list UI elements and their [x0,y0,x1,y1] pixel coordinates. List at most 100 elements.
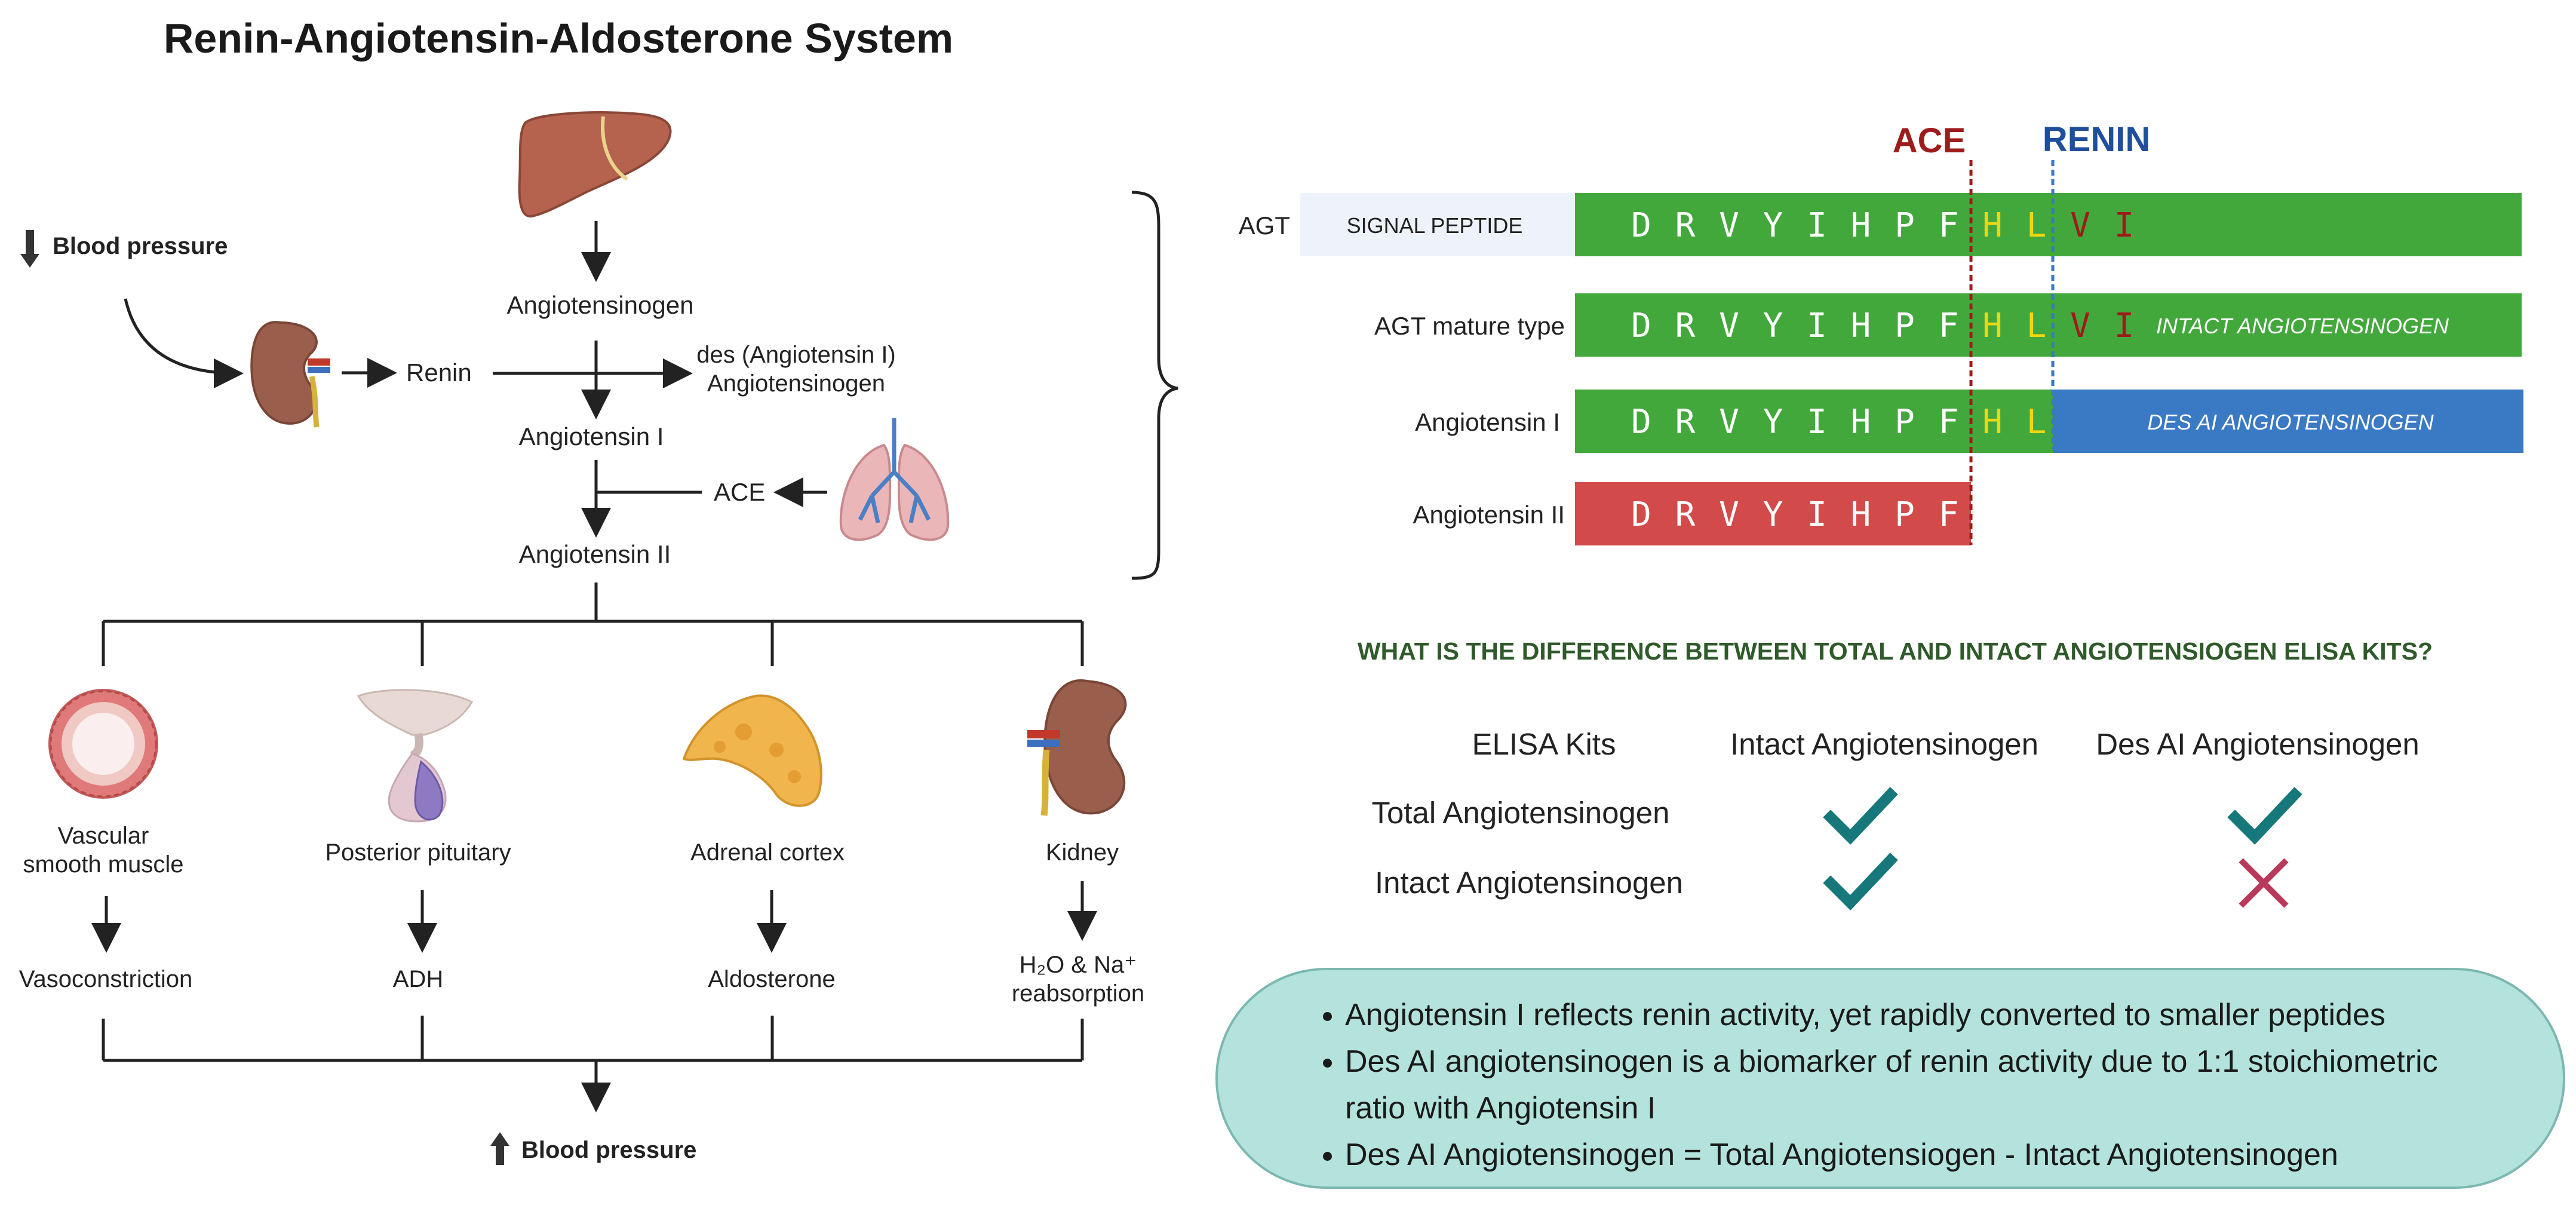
sequence-row-label: AGT [1239,211,1290,240]
target-vascular-line1: Vascular [58,823,149,849]
cross-icon [2239,858,2289,908]
residue-letter: H [1982,206,2003,245]
residue-letter: R [1675,495,1696,534]
target-kidney: Kidney [1046,839,1119,866]
check-icon [2227,787,2302,845]
des-ai-line1: des (Angiotensin I) [696,342,896,368]
effect-vasoconstriction: Vasoconstriction [19,966,193,992]
residue-letter: L [2027,306,2047,345]
residue-letter: I [2114,306,2135,345]
adrenal-icon [682,694,822,807]
target-adrenal: Adrenal cortex [690,839,845,866]
down-arrow-icon [20,230,39,268]
blood-pressure-down-label: Blood pressure [53,233,228,259]
kits-row-0-name: Total Angiotensinogen [1371,796,1669,830]
residue-letter: R [1675,306,1696,345]
residue-letter: R [1675,403,1696,441]
target-pituitary: Posterior pituitary [325,839,511,866]
residue-letter: H [1982,403,2003,441]
sequence-bar [1575,482,1971,545]
residue-letter: P [1895,495,1915,534]
residue-letter: D [1631,306,1651,345]
effect-kidney-line2: reabsorption [1012,980,1144,1007]
residue-letter: V [1719,403,1739,441]
residue-letter: I [1807,495,1827,534]
residue-letter: V [1719,306,1739,345]
residue-letter: V [1719,206,1739,245]
residue-letter: H [1851,206,1871,245]
sequence-row-label: AGT mature type [1374,312,1565,340]
brace-icon [1131,191,1178,580]
kits-marks [1823,787,2302,910]
residue-letter: Y [1763,495,1783,534]
sequence-row-label: Angiotensin I [1415,408,1560,436]
residue-letter: H [1982,306,2003,345]
sequence-bar [1575,193,2522,256]
residue-letter: D [1631,495,1651,534]
residue-letter: D [1631,206,1651,245]
residue-letter: L [2027,403,2047,441]
curve-arrow-to-kidney [124,298,244,388]
blood-vessel-icon [48,689,158,799]
sequence-bar [1575,293,2522,357]
residue-letter: I [1807,206,1827,245]
angiotensinogen-label: Angiotensinogen [507,291,694,319]
residue-letter: D [1631,403,1651,441]
kits-header-2: Des AI Angiotensinogen [2096,727,2420,761]
residue-letter: V [2070,206,2090,245]
residue-letter: P [1895,403,1915,441]
residue-letter: F [1939,306,1959,345]
residue-letter: R [1675,206,1696,245]
kits-header-1: Intact Angiotensinogen [1730,727,2038,761]
residue-letter: F [1939,206,1959,245]
sequence-bar-blue [2053,390,2523,453]
sequence-tail-label: DES AI ANGIOTENSINOGEN [2147,410,2434,434]
ace-label: ACE [714,478,765,506]
residue-letter: L [2027,206,2047,245]
sequence-bar-green [1575,390,2053,453]
residue-letter: H [1851,306,1871,345]
note-item-2: Des AI angiotensinogen is a biomarker of… [1345,1038,2473,1132]
signal-peptide-box [1300,193,1575,256]
residue-letter: P [1895,206,1915,245]
pituitary-icon [357,689,474,823]
residue-letter: H [1851,403,1871,441]
residue-letter: Y [1763,306,1783,345]
ace-cut-label: ACE [1893,121,1966,160]
notes-panel: Angiotensin I reflects renin activity, y… [1215,968,2565,1189]
residue-letter: H [1851,495,1871,534]
kits-header-0: ELISA Kits [1472,727,1616,761]
residue-letter: I [1807,306,1827,345]
residue-letter: V [2070,306,2090,345]
residue-letter: V [1719,495,1739,534]
residue-letter: Y [1763,403,1783,441]
angiotensin-i-label: Angiotensin I [519,422,664,450]
diagram-title: Renin-Angiotensin-Aldosterone System [164,15,953,62]
note-item-3: Des AI Angiotensinogen = Total Angiotens… [1345,1132,2473,1178]
check-icon [1823,787,1898,845]
kits-question: WHAT IS THE DIFFERENCE BETWEEN TOTAL AND… [1358,637,2433,665]
kidney-icon [1027,679,1127,816]
effect-aldosterone: Aldosterone [708,966,835,992]
residue-letter: I [1807,403,1827,441]
renin-label: Renin [406,358,472,387]
kidney-icon [250,321,330,428]
residue-letter: Y [1763,206,1783,245]
residue-letter: I [2114,206,2135,245]
note-item-1: Angiotensin I reflects renin activity, y… [1345,992,2473,1038]
up-arrow-icon [490,1132,509,1165]
lungs-icon [839,418,950,541]
liver-icon [518,111,672,218]
residue-letter: F [1939,403,1959,441]
renin-cut-label: RENIN [2043,120,2150,159]
angiotensin-ii-label: Angiotensin II [519,540,671,568]
residue-letter: P [1895,306,1915,345]
target-vascular-line2: smooth muscle [23,851,184,878]
effect-adh: ADH [393,966,443,992]
sequence-row-label: Angiotensin II [1413,501,1565,529]
residue-letter: F [1939,495,1959,534]
des-ai-line2: Angiotensinogen [707,370,885,397]
blood-pressure-up-label: Blood pressure [521,1137,696,1163]
